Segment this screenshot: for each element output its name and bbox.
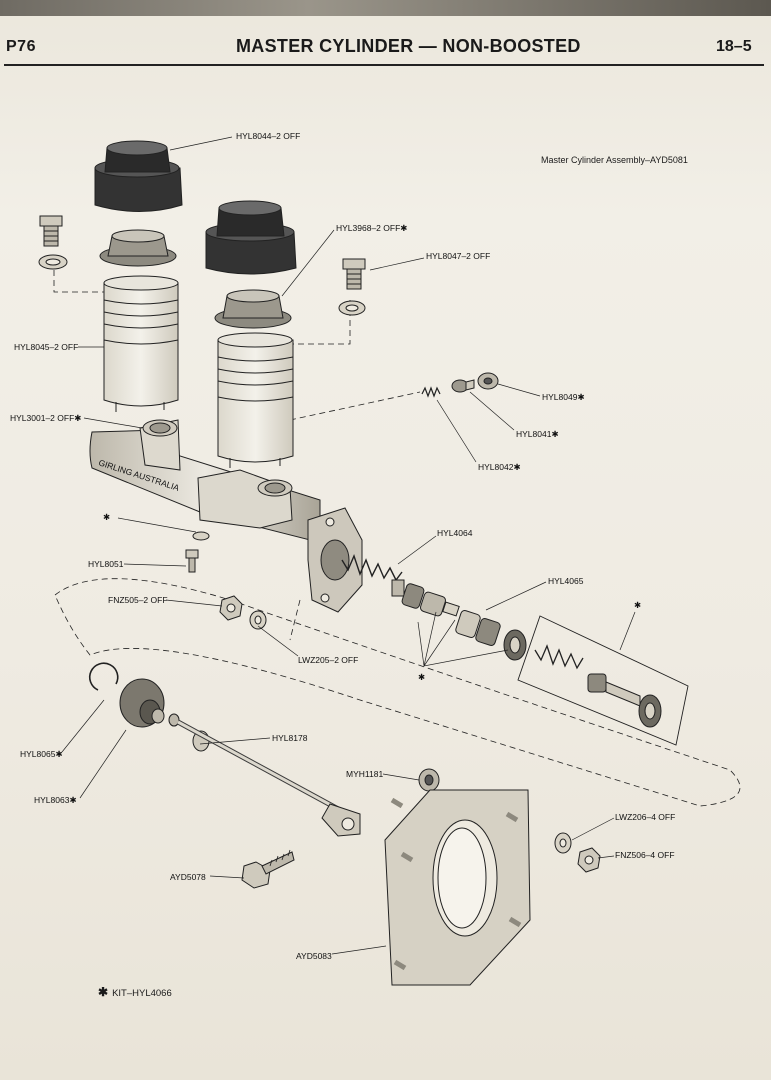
label-hyl8049: HYL8049✱: [542, 392, 585, 402]
label-hyl8063: HYL8063✱: [34, 795, 77, 805]
secondary-piston: [455, 610, 527, 661]
footnote-star: ✱: [98, 985, 109, 999]
kit-inset: [517, 615, 689, 746]
assembly-note: Master Cylinder Assembly–AYD5081: [541, 155, 688, 165]
label-fnz505: FNZ505–2 OFF: [108, 595, 168, 605]
push-rod: [168, 713, 361, 837]
label-fnz506: FNZ506–4 OFF: [615, 850, 675, 860]
dust-boot: [119, 678, 165, 728]
kit-footnote: ✱KIT–HYL4066: [98, 985, 172, 999]
label-hyl8045: HYL8045–2 OFF: [14, 342, 78, 352]
nut-fnz505: [219, 595, 243, 621]
label-ayd5083: AYD5083: [296, 951, 332, 961]
left-reservoir-seal: [99, 229, 177, 267]
label-hyl3968: HYL3968–2 OFF✱: [336, 223, 407, 233]
label-hyl8065: HYL8065✱: [20, 749, 63, 759]
nut-fnz506: [577, 847, 601, 873]
page-code: P76: [6, 38, 36, 55]
primary-piston: [401, 583, 460, 617]
right-reservoir-cap: [205, 200, 297, 275]
label-lwz205: LWZ205–2 OFF: [298, 655, 358, 665]
circlip: [88, 662, 119, 691]
page-title: MASTER CYLINDER — NON-BOOSTED: [236, 36, 581, 56]
label-ayd5078: AYD5078: [170, 872, 206, 882]
right-reservoir-seal: [214, 289, 292, 329]
spacer-myh1181: [418, 768, 440, 792]
master-cylinder-body: GIRLING AUSTRALIA: [89, 419, 363, 613]
seal-washer: [192, 531, 210, 541]
left-reservoir: [103, 275, 179, 412]
leader-lines: [61, 136, 636, 955]
label-star-washer: ✱: [103, 512, 110, 522]
trap-valve-parts: [421, 372, 499, 398]
banjo-bolt: [185, 549, 199, 573]
mounting-plate: [384, 789, 531, 986]
label-hyl4065: HYL4065: [548, 576, 584, 586]
footnote-kit: KIT–HYL4066: [112, 988, 172, 999]
left-reservoir-cap: [94, 140, 183, 212]
right-reservoir: [217, 332, 294, 468]
label-star-kit: ✱: [634, 600, 641, 610]
left-filler-plug: [38, 215, 68, 270]
header-rule: [4, 64, 764, 66]
label-hyl4064: HYL4064: [437, 528, 473, 538]
label-hyl8051: HYL8051: [88, 559, 124, 569]
label-myh1181: MYH1181: [346, 769, 383, 779]
section-number: 18–5: [716, 38, 752, 55]
label-lwz206: LWZ206–4 OFF: [615, 812, 675, 822]
right-filler-plug: [338, 258, 366, 316]
label-hyl8047: HYL8047–2 OFF: [426, 251, 490, 261]
primary-spring: [341, 554, 405, 597]
scan-edge: [0, 0, 771, 16]
washer-lwz205: [249, 610, 267, 630]
label-hyl8042: HYL8042✱: [478, 462, 521, 472]
label-hyl8044: HYL8044–2 OFF: [236, 131, 300, 141]
label-star-seals: ✱: [418, 672, 425, 682]
label-hyl8178: HYL8178: [272, 733, 308, 743]
bolt-ayd5078: [241, 849, 295, 889]
label-hyl3001: HYL3001–2 OFF✱: [10, 413, 81, 423]
page-header: P76 MASTER CYLINDER — NON-BOOSTED 18–5: [0, 30, 771, 64]
washer-lwz206: [554, 832, 572, 854]
label-hyl8041: HYL8041✱: [516, 429, 559, 439]
